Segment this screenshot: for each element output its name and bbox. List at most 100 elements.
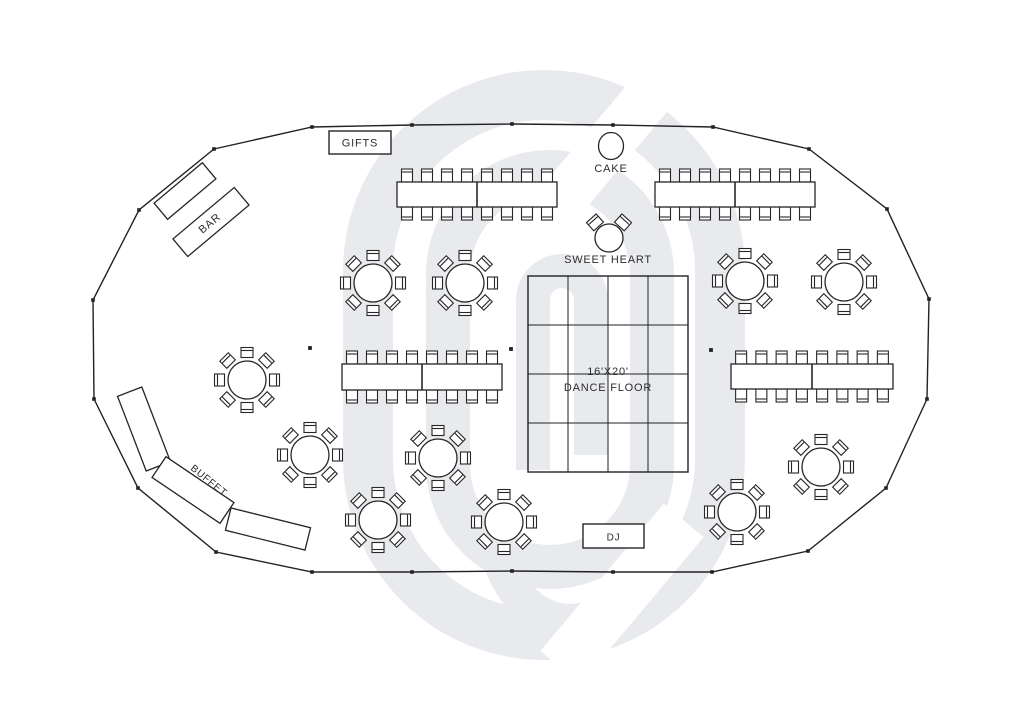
buffet-table[interactable] — [151, 455, 235, 525]
buffet-table[interactable] — [224, 507, 312, 551]
chair — [344, 254, 363, 273]
chair — [344, 293, 363, 312]
chair — [658, 168, 672, 183]
chair — [404, 451, 417, 465]
tent-pole-dot — [709, 348, 713, 352]
chair — [755, 291, 774, 310]
round-table[interactable] — [431, 249, 499, 317]
chair — [485, 389, 499, 404]
chair — [365, 389, 379, 404]
bar-table[interactable] — [172, 186, 250, 258]
sweet-heart-label: SWEET HEART — [564, 254, 652, 266]
chair — [405, 350, 419, 365]
chair — [240, 401, 254, 414]
chair — [815, 253, 834, 272]
banquet-table[interactable] — [730, 350, 894, 403]
chair — [540, 206, 554, 221]
chair — [240, 346, 254, 359]
chair — [385, 350, 399, 365]
chair — [475, 493, 494, 512]
side-table[interactable] — [153, 161, 217, 221]
chair — [257, 351, 276, 370]
chair — [514, 532, 533, 551]
chair — [718, 168, 732, 183]
tent-stake-dot — [214, 550, 218, 554]
chair — [400, 168, 414, 183]
round-table[interactable] — [470, 488, 538, 556]
banquet-table[interactable] — [341, 350, 503, 404]
chair — [837, 303, 851, 316]
round-table[interactable] — [339, 249, 407, 317]
tent-stake-dot — [136, 486, 140, 490]
dj-label: DJ — [607, 533, 621, 544]
chair — [698, 206, 712, 221]
round-table[interactable] — [213, 346, 281, 414]
chair — [778, 206, 792, 221]
tent-pole-dot — [509, 347, 513, 351]
chair — [735, 388, 748, 403]
chair — [810, 275, 823, 289]
chair — [758, 206, 772, 221]
tent-stake-dot — [925, 397, 929, 401]
tent-stake-dot — [884, 486, 888, 490]
chair — [440, 206, 454, 221]
dj-booth[interactable] — [582, 523, 645, 549]
chair — [383, 254, 402, 273]
gifts-table[interactable] — [328, 130, 392, 155]
tent-stake-dot — [137, 208, 141, 212]
chair — [339, 276, 352, 290]
tent-stake-dot — [611, 123, 615, 127]
chair — [658, 206, 672, 221]
dance-floor[interactable] — [527, 275, 689, 473]
round-table[interactable] — [344, 486, 412, 554]
chair — [440, 168, 454, 183]
cake-table[interactable] — [597, 131, 625, 161]
round-table[interactable] — [810, 248, 878, 316]
chair — [678, 168, 692, 183]
chair — [388, 530, 407, 549]
tent-stake-dot — [807, 147, 811, 151]
chair — [730, 478, 744, 491]
round-table[interactable] — [711, 247, 779, 315]
chair — [837, 248, 851, 261]
round-table[interactable] — [787, 433, 855, 501]
chair — [366, 249, 380, 262]
sweetheart-table[interactable] — [585, 213, 633, 253]
chair — [876, 388, 889, 403]
chair — [281, 426, 300, 445]
chair — [678, 206, 692, 221]
chair — [814, 433, 828, 446]
chair — [366, 304, 380, 317]
banquet-table[interactable] — [396, 168, 558, 221]
round-table[interactable] — [276, 421, 344, 489]
chair — [349, 491, 368, 510]
chair — [303, 421, 317, 434]
chair — [445, 389, 459, 404]
chair — [486, 276, 499, 290]
chair — [755, 350, 768, 365]
buffet-table[interactable] — [116, 386, 172, 472]
chair — [459, 451, 472, 465]
chair — [460, 168, 474, 183]
chair — [814, 488, 828, 501]
tent-stake-dot — [711, 125, 715, 129]
chair — [485, 350, 499, 365]
chair — [698, 168, 712, 183]
round-table[interactable] — [703, 478, 771, 546]
banquet-table[interactable] — [654, 168, 816, 221]
chair — [758, 168, 772, 183]
chair — [520, 206, 534, 221]
chair — [775, 388, 788, 403]
chair — [500, 168, 514, 183]
chair — [409, 468, 428, 487]
tent-stake-dot — [927, 297, 931, 301]
chair — [525, 515, 538, 529]
chair — [795, 388, 808, 403]
chair — [738, 168, 752, 183]
cake-label: CAKE — [594, 163, 627, 175]
chair — [842, 460, 855, 474]
chair — [465, 389, 479, 404]
chair — [755, 252, 774, 271]
round-table[interactable] — [404, 424, 472, 492]
chair — [735, 350, 748, 365]
